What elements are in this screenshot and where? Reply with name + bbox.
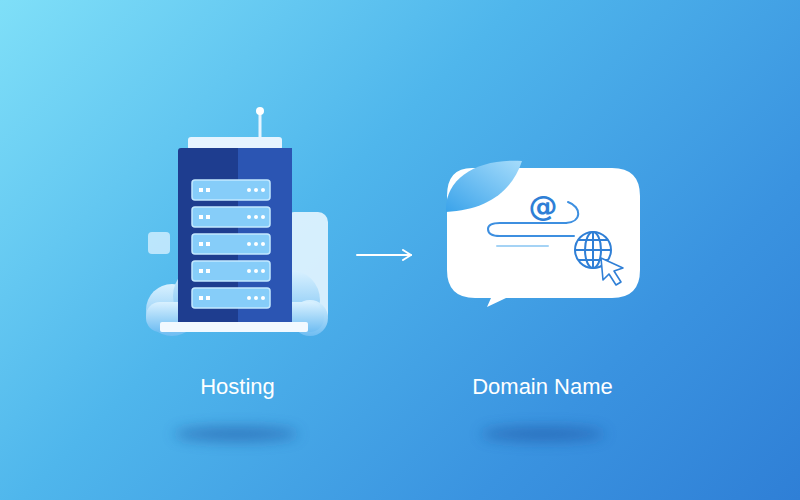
bubble-leaf: [446, 161, 522, 212]
server-slot: [192, 207, 270, 227]
link-curve: [566, 202, 578, 223]
bubble-icon: [446, 161, 640, 307]
server-icon: [146, 107, 328, 336]
server-slot: [192, 180, 270, 200]
cursor-icon: [601, 258, 623, 285]
glow-square: [148, 232, 170, 254]
server-slot: [192, 288, 270, 308]
node-label-row: Domain Name: [425, 374, 660, 400]
icon-node: Domain Name: [425, 100, 660, 400]
icon-node: Hosting: [130, 100, 345, 400]
at-symbol: @: [529, 190, 558, 222]
link-line: [488, 223, 574, 236]
tower: [178, 148, 292, 326]
antenna: [259, 112, 262, 140]
link-line: [497, 245, 548, 247]
node-label-row: Hosting: [130, 374, 345, 400]
server-slot: [192, 261, 270, 281]
node-label: Hosting: [200, 374, 275, 399]
node-label: Domain Name: [472, 374, 613, 399]
flow-arrow: [357, 254, 411, 256]
tower-base: [160, 322, 308, 332]
shadow: [174, 427, 298, 441]
server-slot: [192, 234, 270, 254]
shadow: [481, 427, 605, 441]
antenna-tip: [256, 107, 264, 115]
